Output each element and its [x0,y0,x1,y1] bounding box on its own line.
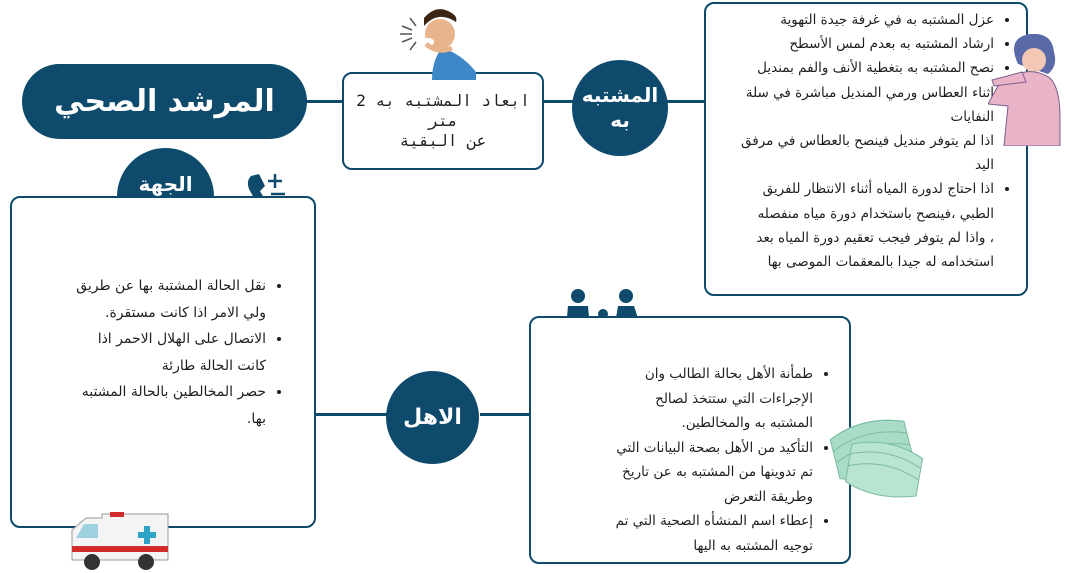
health-list: نقل الحالة المشتبة بها عن طريق ولي الامر… [74,273,284,432]
page-title: المرشد الصحي [54,84,275,119]
ambulance-icon [71,512,169,570]
list-item: التأكيد من الأهل بصحة البيانات التي تم ت… [609,436,813,510]
connector-title-center [300,100,346,103]
list-item: نقل الحالة المشتبة بها عن طريق ولي الامر… [74,273,266,326]
connector-health-box-parents [315,413,390,416]
suspect-list: عزل المشتبه به في غرفة جيدة التهوية ارشا… [714,8,1016,274]
list-item: عزل المشتبه به في غرفة جيدة التهوية [716,8,994,32]
suspect-circle: المشتبه به [572,60,668,156]
list-item: إعطاء اسم المنشأه الصحية التي تم توجيه ا… [609,509,813,558]
parents-box: طمأنة الأهل بحالة الطالب وان الإجراءات ا… [529,316,851,564]
face-masks-icon [829,419,924,498]
sneezing-person-icon [400,9,476,80]
list-item: الاتصال على الهلال الاحمر اذا كانت الحال… [74,326,266,379]
parents-label: الاهل [403,404,462,430]
parents-list: طمأنة الأهل بحالة الطالب وان الإجراءات ا… [609,362,831,558]
title-pill: المرشد الصحي [22,64,307,139]
connector-parents-box [480,413,532,416]
center-text: ابعاد المشتبه به 2 متر عن البقية [356,91,530,150]
list-item: حصر المخالطين بالحالة المشتبه بها. [74,379,266,432]
list-item: ارشاد المشتبه به بعدم لمس الأسطح [716,32,994,56]
center-box: ابعاد المشتبه به 2 متر عن البقية [342,72,544,170]
list-item: اذا لم يتوفر منديل فينصح بالعطاس في مرفق… [716,129,994,177]
list-item: طمأنة الأهل بحالة الطالب وان الإجراءات ا… [609,362,813,436]
connector-suspect-box [660,100,706,103]
connector-center-suspect [540,100,580,103]
list-item: اذا احتاج لدورة المياه أثناء الانتظار لل… [716,177,994,274]
parents-circle: الاهل [386,371,479,464]
suspect-label: المشتبه به [581,83,659,132]
health-box: نقل الحالة المشتبة بها عن طريق ولي الامر… [10,196,316,528]
suspect-box: عزل المشتبه به في غرفة جيدة التهوية ارشا… [704,2,1028,296]
elbow-cough-person-icon [988,34,1061,146]
list-item: نصح المشتبه به بتغطية الأنف والفم بمنديل… [716,56,994,129]
